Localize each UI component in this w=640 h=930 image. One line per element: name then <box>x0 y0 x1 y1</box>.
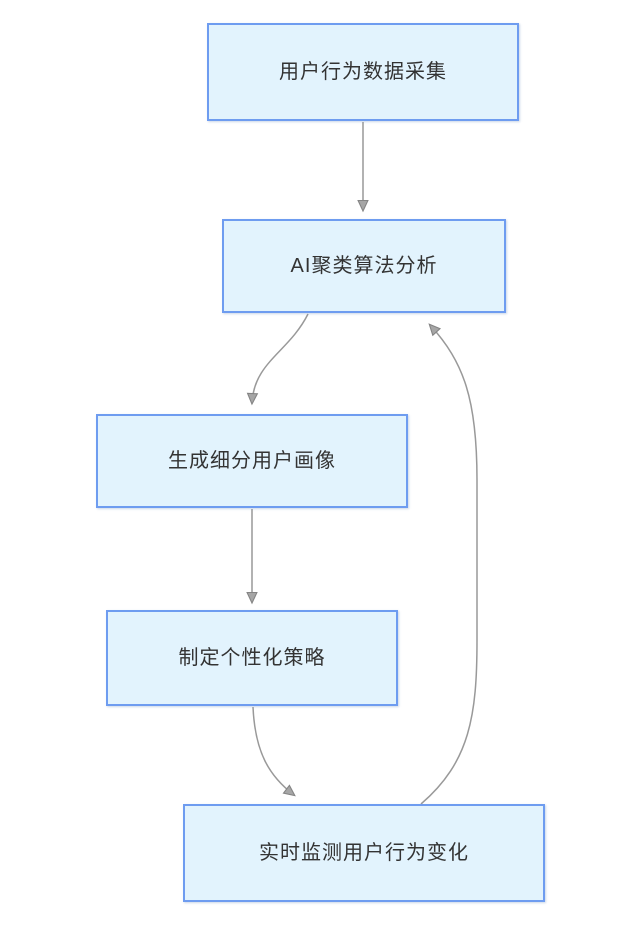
node-label: 制定个性化策略 <box>178 647 326 669</box>
edge-monitor-to-analyze <box>420 323 478 805</box>
node-label: AI聚类算法分析 <box>290 255 438 277</box>
node-user-behavior-data-collection: 用户行为数据采集 <box>207 23 519 121</box>
node-realtime-behavior-monitoring: 实时监测用户行为变化 <box>183 804 545 902</box>
node-label: 用户行为数据采集 <box>279 61 447 83</box>
node-generate-user-profiles: 生成细分用户画像 <box>96 414 408 508</box>
edge-analyze-to-profile <box>246 313 309 406</box>
edge-strategy-to-monitor <box>252 706 296 797</box>
node-label: 生成细分用户画像 <box>168 450 336 472</box>
node-ai-clustering-analysis: AI聚类算法分析 <box>222 219 506 313</box>
node-label: 实时监测用户行为变化 <box>259 842 469 864</box>
node-personalization-strategy: 制定个性化策略 <box>106 610 398 706</box>
